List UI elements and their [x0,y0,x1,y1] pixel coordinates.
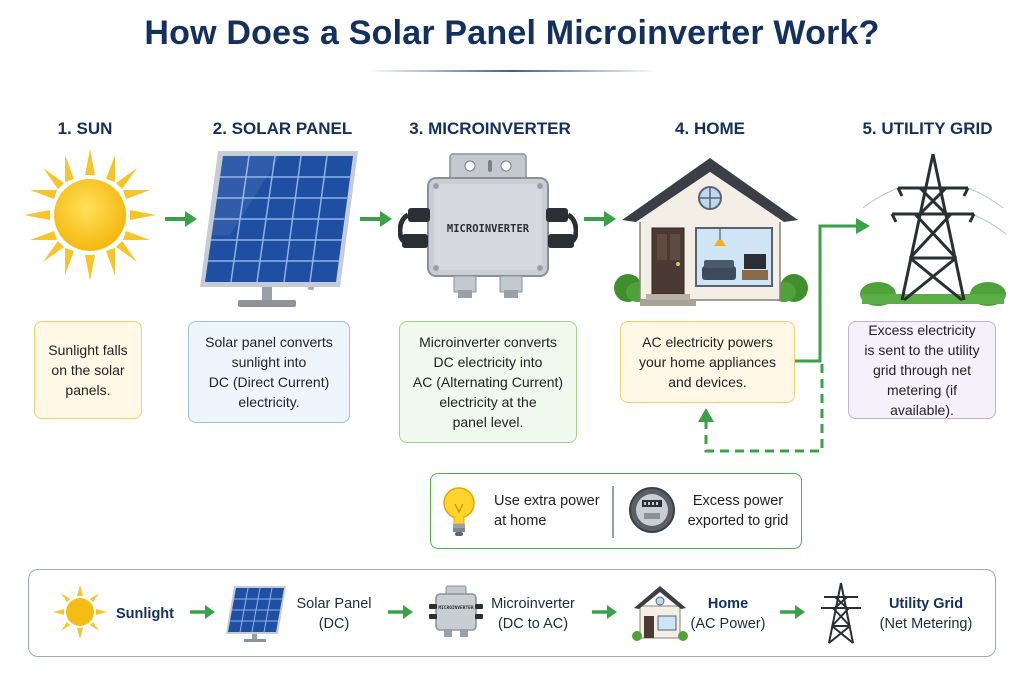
page-title: How Does a Solar Panel Microinverter Wor… [144,14,880,52]
arrow-right-icon [582,208,618,230]
microinverter-icon [398,150,578,310]
arrow-right-icon [358,208,394,230]
microinverter-device-label: MICROINVERTER [446,223,530,235]
transmission-tower-icon [858,148,1008,308]
step-title-microinverter: 3. MICROINVERTER [409,119,571,138]
legend-box [430,473,802,549]
summary-sunlight: Sunlight [116,606,174,622]
summary-microinverter-device-label: MICROINVERTER [438,606,474,611]
microinverter-icon [428,584,484,642]
sun-icon [20,145,160,285]
step-title-home: 4. HOME [675,119,745,138]
arrow-right-icon [188,603,216,621]
house-icon [632,584,688,642]
transmission-tower-icon [818,581,864,645]
arrow-right-icon [386,603,414,621]
export-to-grid-arrow [790,210,880,370]
arrow-right-icon [778,603,806,621]
return-power-dashed-arrow [694,360,834,460]
step-title-sun: 1. SUN [57,119,113,138]
step-title-solar-panel: 2. SOLAR PANEL [212,119,353,138]
solar-panel-icon [190,145,365,315]
solar-panel-icon [222,584,288,644]
lightbulb-icon [442,484,476,540]
title-underline [367,70,657,72]
arrow-right-icon [163,208,199,230]
electric-meter-icon [628,486,676,534]
summary-strip [28,569,996,657]
house-icon [610,150,810,310]
legend-divider [612,486,614,538]
sun-icon [52,584,108,640]
arrow-right-icon [590,603,618,621]
summary-microinverter: Microinverter(DC to AC) [491,596,575,632]
summary-solar-panel: Solar Panel(DC) [296,596,372,632]
summary-utility-grid: Utility Grid(Net Metering) [879,596,973,632]
summary-home: Home(AC Power) [690,596,766,632]
step-title-utility-grid: 5. UTILITY GRID [862,119,993,138]
